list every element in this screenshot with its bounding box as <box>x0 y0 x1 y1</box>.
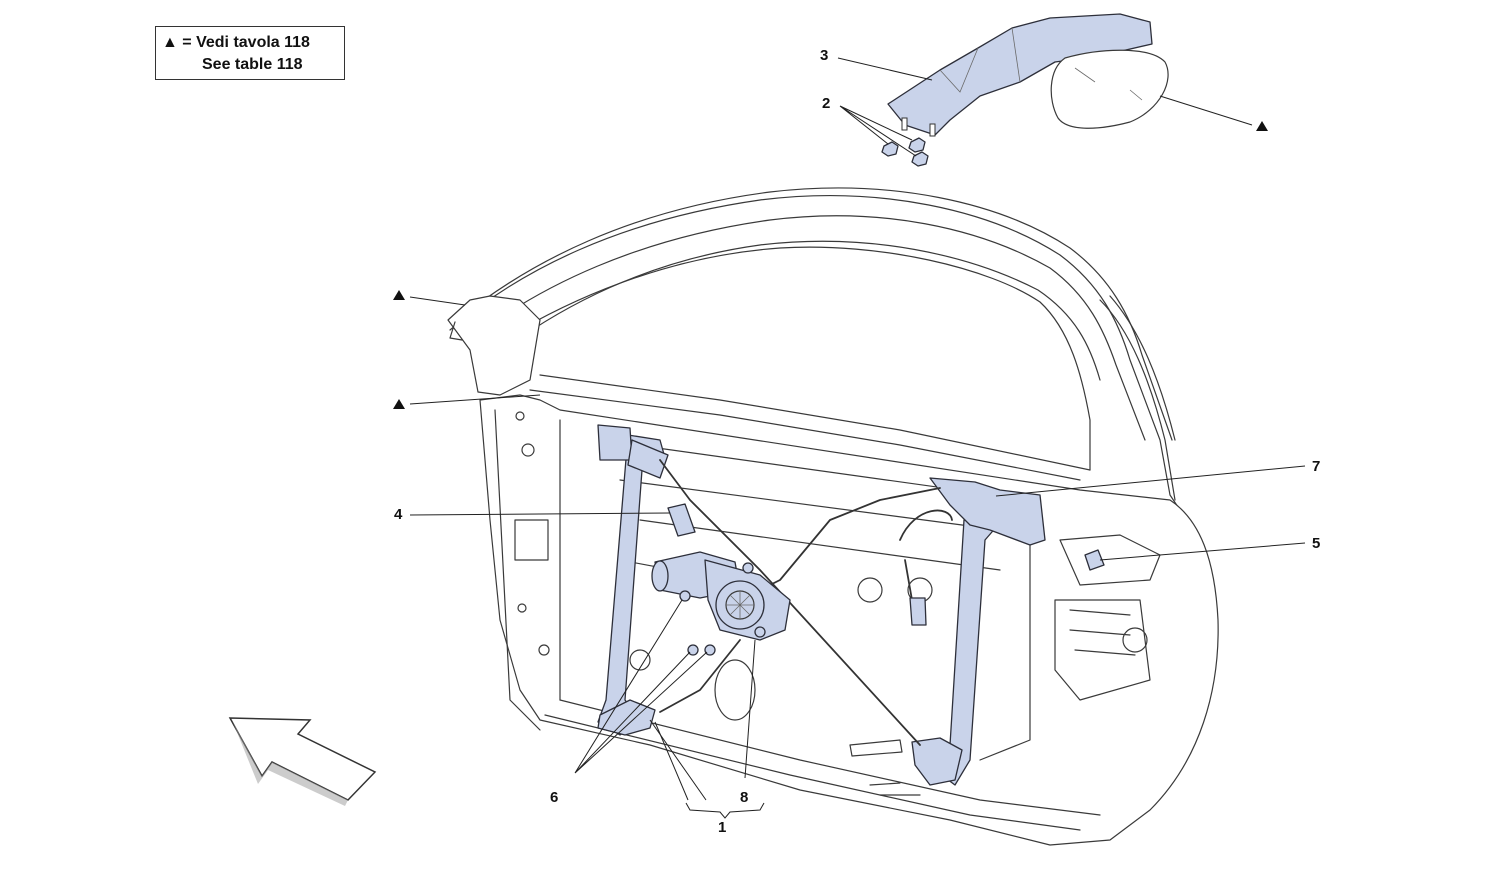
damper-pad <box>667 503 696 537</box>
callout-2: 2 <box>822 95 831 112</box>
leader-lines <box>409 57 1306 819</box>
legend-line-1: ▲ = Vedi tavola 118 <box>162 34 310 51</box>
window-regulator <box>597 424 1105 786</box>
callout-3: 3 <box>820 47 829 64</box>
right-slider-block <box>929 477 1046 546</box>
left-lower-bracket <box>597 699 656 736</box>
door-frame <box>447 187 1181 511</box>
callout-5: 5 <box>1312 535 1321 552</box>
triangle-marker-icon <box>393 121 1268 409</box>
callout-7: 7 <box>1312 458 1321 475</box>
legend-line-1-text: Vedi tavola 118 <box>196 34 310 51</box>
left-slider-block <box>597 424 633 461</box>
mirror-assembly <box>881 13 1169 167</box>
nut-set-2 <box>881 137 929 167</box>
callout-1: 1 <box>718 819 727 836</box>
mirror-glass <box>1050 49 1169 129</box>
callout-6: 6 <box>550 789 559 806</box>
right-lower-bracket <box>911 737 963 786</box>
callout-4: 4 <box>394 506 403 523</box>
callout-8: 8 <box>740 789 749 806</box>
mirror-studs <box>901 117 936 137</box>
door-inner-panel <box>479 394 1219 846</box>
direction-arrow-icon <box>228 717 377 806</box>
bolt-set-6 <box>679 562 766 656</box>
legend-triangle-icon: ▲ <box>162 34 178 51</box>
legend-box: ▲ = Vedi tavola 118 See table 118 <box>155 26 345 80</box>
window-motor <box>651 551 791 641</box>
lock-pad <box>1084 549 1105 571</box>
legend-line-2-text: See table 118 <box>202 56 303 73</box>
